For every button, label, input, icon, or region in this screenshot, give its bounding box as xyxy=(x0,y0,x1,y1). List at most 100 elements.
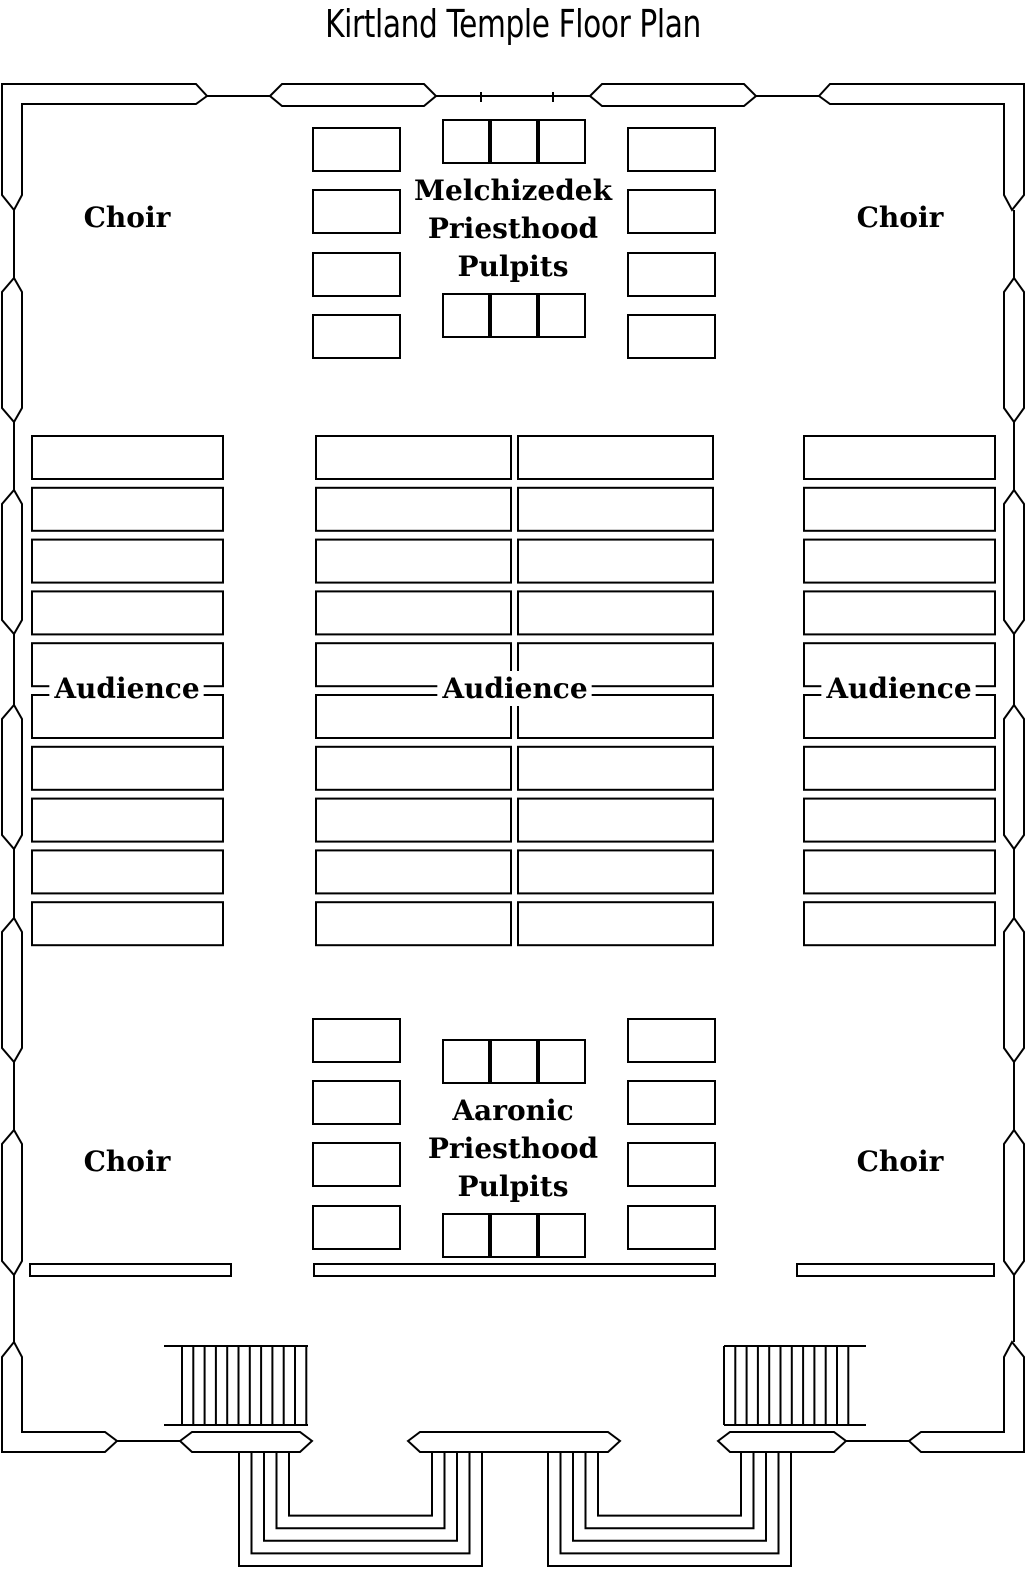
pulpit xyxy=(442,293,490,338)
audience-label: Audience xyxy=(825,672,971,705)
pulpit xyxy=(490,293,538,338)
entrance-step xyxy=(238,1452,483,1567)
entrance-step xyxy=(597,1452,742,1517)
pew-center-right xyxy=(517,590,714,636)
pew-center-left xyxy=(315,745,512,791)
outer-walls xyxy=(0,83,1025,1453)
side-bench xyxy=(312,1080,401,1125)
label-background xyxy=(453,1169,573,1204)
window-side xyxy=(0,1128,23,1277)
label-background xyxy=(79,1144,176,1179)
pew-center-right xyxy=(517,435,714,480)
pew-right xyxy=(803,435,996,480)
label-background xyxy=(437,671,592,706)
choir-label: Choir xyxy=(857,1145,945,1178)
label-background xyxy=(79,200,176,235)
label-background xyxy=(423,211,603,246)
window-side xyxy=(1003,488,1025,636)
aaronic-pulpits-label: Aaronic xyxy=(451,1094,573,1127)
wall-corner-top-left xyxy=(0,83,209,212)
entrance-step xyxy=(263,1452,458,1542)
aaronic-pulpits-label: Priesthood xyxy=(428,1132,598,1165)
entrance-step xyxy=(547,1452,792,1567)
label-background xyxy=(852,1144,949,1179)
pew-right xyxy=(803,901,996,947)
pew-center-left xyxy=(315,435,512,480)
choir-label: Choir xyxy=(84,1145,172,1178)
audience-label: Audience xyxy=(441,672,587,705)
window-side xyxy=(1003,703,1025,851)
pew-center-left xyxy=(315,538,512,584)
pew-right xyxy=(803,797,996,843)
melchizedek-pulpits-label: Melchizedek xyxy=(414,174,613,207)
side-bench xyxy=(627,127,716,172)
window-side xyxy=(1003,1128,1025,1277)
pew-right xyxy=(803,590,996,636)
pulpit xyxy=(442,1039,490,1084)
entrance-step xyxy=(288,1452,433,1517)
wall-corner-top-right xyxy=(817,83,1025,212)
wall-corner-bottom-left xyxy=(0,1340,119,1453)
side-bench xyxy=(627,189,716,234)
stairways xyxy=(164,1345,866,1426)
choir-label: Choir xyxy=(84,201,172,234)
pulpit xyxy=(538,1213,586,1258)
side-bench xyxy=(627,1205,716,1250)
label-background xyxy=(852,200,949,235)
side-bench xyxy=(312,314,401,359)
window-side xyxy=(0,916,23,1064)
side-bench xyxy=(627,1080,716,1125)
pew-center-right xyxy=(517,538,714,584)
door-threshold xyxy=(178,1431,314,1453)
label-background xyxy=(49,671,204,706)
window-top xyxy=(268,83,438,107)
side-bench xyxy=(312,252,401,297)
choir-label: Choir xyxy=(857,201,945,234)
pulpit xyxy=(538,1039,586,1084)
side-bench xyxy=(627,314,716,359)
wall-tick xyxy=(480,92,554,102)
pew-center-right xyxy=(517,486,714,532)
pew-left xyxy=(31,486,224,532)
pew-right xyxy=(803,745,996,791)
label-background xyxy=(821,671,976,706)
pew-center-right xyxy=(517,849,714,895)
window-top xyxy=(588,83,758,107)
side-bench xyxy=(312,1018,401,1063)
aaronic-pulpits-label: Pulpits xyxy=(458,1170,569,1203)
entrance-step xyxy=(584,1452,755,1530)
door-threshold xyxy=(716,1431,848,1453)
window-side xyxy=(0,488,23,636)
entrance-step xyxy=(250,1452,471,1555)
choir-rail xyxy=(29,1263,232,1277)
side-bench xyxy=(312,1142,401,1187)
pew-center-left xyxy=(315,590,512,636)
side-bench xyxy=(312,127,401,172)
pew-right xyxy=(803,849,996,895)
audience-label: Audience xyxy=(53,672,199,705)
pew-center-left xyxy=(315,486,512,532)
pew-center-right xyxy=(517,901,714,947)
pew-center-right xyxy=(517,745,714,791)
pulpit xyxy=(538,293,586,338)
pew-center-left xyxy=(315,849,512,895)
label-background xyxy=(410,173,617,208)
pulpit-rail xyxy=(313,1263,716,1277)
choir-lofts xyxy=(29,1263,995,1277)
label-background xyxy=(447,1093,578,1128)
pew-center-right xyxy=(517,797,714,843)
pulpit xyxy=(442,119,490,164)
pew-right xyxy=(803,486,996,532)
entrance-steps xyxy=(238,1452,792,1567)
pulpit xyxy=(490,1213,538,1258)
entrance-step xyxy=(275,1452,446,1530)
door-threshold xyxy=(406,1431,622,1453)
side-bench xyxy=(312,1205,401,1250)
pew-right xyxy=(803,538,996,584)
choir-rail xyxy=(796,1263,995,1277)
pew-left xyxy=(31,538,224,584)
pulpit xyxy=(442,1213,490,1258)
pew-left xyxy=(31,745,224,791)
